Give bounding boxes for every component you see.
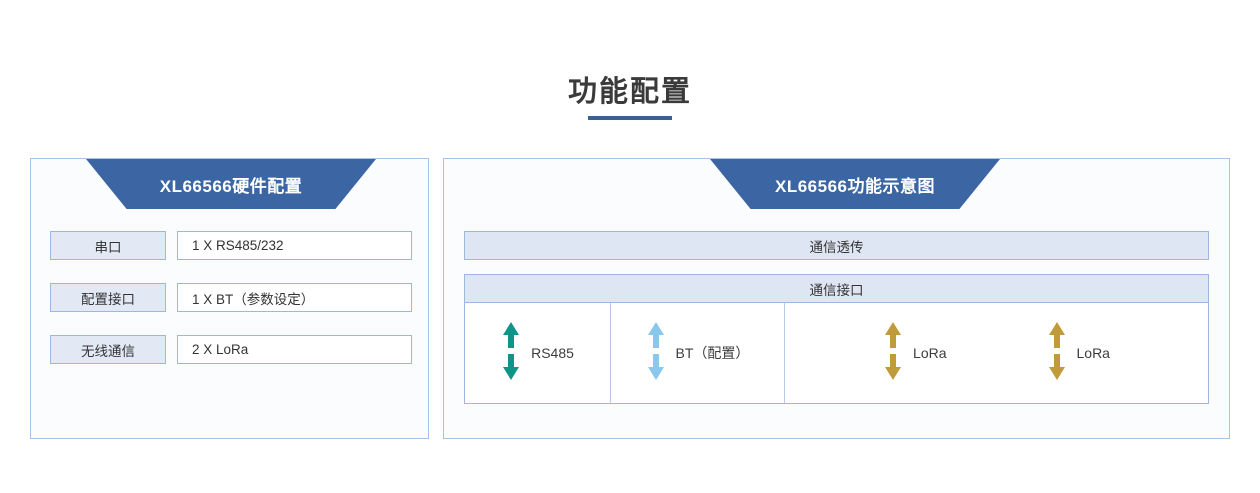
port-lora-1: LoRa xyxy=(883,321,947,386)
port-bt: BT（配置） xyxy=(646,321,750,386)
interface-cell-lora: LoRa LoRa xyxy=(785,303,1208,403)
hardware-config-panel: XL66566硬件配置 串口 1 X RS485/232 配置接口 1 X BT… xyxy=(30,158,429,439)
spec-value-serial: 1 X RS485/232 xyxy=(177,231,412,260)
table-row: 串口 1 X RS485/232 xyxy=(50,231,412,260)
spec-label-serial: 串口 xyxy=(50,231,166,260)
page-title: 功能配置 xyxy=(567,76,692,108)
double-arrow-vertical-icon xyxy=(1047,321,1067,386)
hardware-spec-table: 串口 1 X RS485/232 配置接口 1 X BT（参数设定） 无线通信 … xyxy=(50,231,412,387)
double-arrow-vertical-icon xyxy=(646,321,666,386)
port-label-rs485: RS485 xyxy=(531,345,574,361)
title-underline xyxy=(588,116,672,120)
spec-label-wireless: 无线通信 xyxy=(50,335,166,364)
transparent-transmission-bar: 通信透传 xyxy=(464,231,1209,260)
bar-spacer xyxy=(464,260,1209,274)
interface-cell-rs485: RS485 xyxy=(465,303,611,403)
double-arrow-vertical-icon xyxy=(883,321,903,386)
interface-cell-bt: BT（配置） xyxy=(611,303,785,403)
port-label-lora-1: LoRa xyxy=(913,345,947,361)
double-arrow-vertical-icon xyxy=(501,321,521,386)
function-diagram-panel: XL66566功能示意图 通信透传 通信接口 RS485 xyxy=(443,158,1230,439)
spec-value-config-port: 1 X BT（参数设定） xyxy=(177,283,412,312)
interface-cells: RS485 BT（配置） xyxy=(464,303,1209,404)
table-row: 无线通信 2 X LoRa xyxy=(50,335,412,364)
port-label-bt: BT（配置） xyxy=(675,345,750,361)
hardware-config-banner: XL66566硬件配置 xyxy=(86,159,376,209)
function-diagram: 通信透传 通信接口 RS485 xyxy=(464,231,1209,404)
communication-interface-bar: 通信接口 xyxy=(464,274,1209,303)
port-lora-2: LoRa xyxy=(1047,321,1110,386)
spec-value-wireless: 2 X LoRa xyxy=(177,335,412,364)
port-rs485: RS485 xyxy=(501,321,574,386)
table-row: 配置接口 1 X BT（参数设定） xyxy=(50,283,412,312)
spec-label-config-port: 配置接口 xyxy=(50,283,166,312)
port-label-lora-2: LoRa xyxy=(1076,345,1110,361)
function-diagram-banner: XL66566功能示意图 xyxy=(710,159,1000,209)
